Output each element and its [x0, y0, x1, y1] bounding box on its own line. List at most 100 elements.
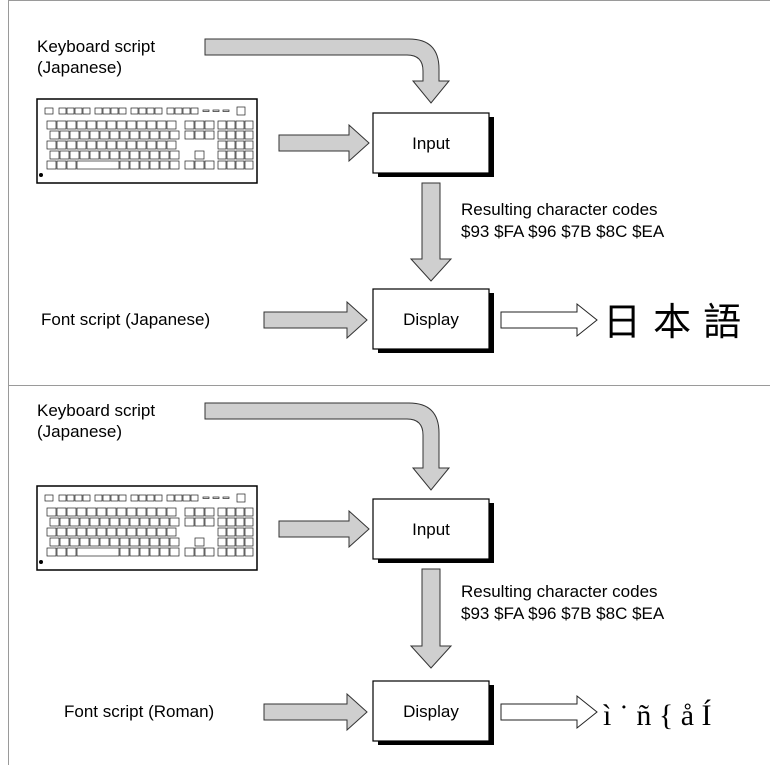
keyboard-key [202, 496, 210, 499]
keyboard-key [66, 547, 77, 557]
codes-label: Resulting character codes [461, 200, 658, 219]
keyboard-key [194, 160, 205, 170]
keyboard-key [226, 150, 236, 160]
keyboard-key [69, 130, 80, 140]
font-script-label: Font script (Japanese) [41, 310, 210, 329]
keyboard-key [212, 496, 220, 499]
keyboard-key [99, 130, 110, 140]
keyboard-key [44, 107, 54, 115]
keyboard-key [86, 120, 97, 130]
keyboard-key [184, 507, 195, 517]
keyboard-keys [39, 493, 254, 564]
keyboard-key [217, 120, 227, 130]
codes-values: $93 $FA $96 $7B $8C $EA [461, 604, 665, 623]
keyboard-script-label: Keyboard script [37, 37, 155, 56]
keyboard-keys [39, 106, 254, 177]
keyboard-key [159, 160, 170, 170]
keyboard-key [204, 130, 215, 140]
keyboard-key [190, 107, 199, 115]
keyboard-key [226, 517, 236, 527]
input-box [372, 498, 490, 560]
keyboard-key [99, 150, 110, 160]
keyboard-key [56, 547, 67, 557]
keyboard-key [56, 160, 67, 170]
keyboard-key [244, 140, 254, 150]
keyboard-key [204, 507, 215, 517]
keyboard-key [76, 140, 87, 150]
keyboard-key [139, 150, 150, 160]
keyboard-key [110, 107, 119, 115]
keyboard-key [166, 107, 175, 115]
keyboard-key [102, 494, 111, 502]
keyboard-key [56, 120, 67, 130]
keyboard-key [217, 527, 227, 537]
keyboard-key [149, 150, 160, 160]
keyboard-key [126, 527, 137, 537]
keyboard-key [217, 160, 227, 170]
keyboard-key [96, 140, 107, 150]
keyboard-key [44, 494, 54, 502]
keyboard-key [89, 130, 100, 140]
input-box-label: Input [412, 520, 450, 539]
keyboard-key [126, 140, 137, 150]
keyboard-key [217, 547, 227, 557]
keyboard-key [116, 527, 127, 537]
output-glyphs: 日 本 語 [603, 300, 741, 344]
keyboard-key [244, 150, 254, 160]
keyboard-key [159, 150, 170, 160]
keyboard-key [130, 494, 139, 502]
keyboard-key [222, 496, 230, 499]
keyboard-key [156, 507, 167, 517]
keyboard-key [119, 517, 130, 527]
keyboard-key [46, 527, 57, 537]
keyboard-key [235, 537, 245, 547]
keyboard-key [139, 517, 150, 527]
input-to-display-arrow [409, 182, 453, 282]
keyboard-key [79, 537, 90, 547]
keyboard-key [99, 517, 110, 527]
keyboard-key [129, 537, 140, 547]
input-to-display-arrow [409, 568, 453, 669]
keyboard-key [58, 494, 67, 502]
keyboard-key [149, 160, 160, 170]
keyboard-icon [36, 485, 258, 571]
keyboard-key [109, 150, 120, 160]
keyboard-key [217, 150, 227, 160]
keyboard-key [184, 517, 195, 527]
keyboard-key [46, 120, 57, 130]
keyboard-key [69, 517, 80, 527]
input-box-label: Input [412, 134, 450, 153]
keyboard-key [184, 547, 195, 557]
keyboard-script-label: Keyboard script [37, 401, 155, 420]
keyboard-key [146, 120, 157, 130]
keyboard-key [109, 537, 120, 547]
keyboard-key [226, 507, 236, 517]
keyboard-key [182, 494, 191, 502]
keyboard-key [49, 130, 60, 140]
display-to-output-arrow [500, 302, 598, 338]
keyboard-key [154, 494, 163, 502]
keyboard-key [129, 547, 140, 557]
keyboard-key [194, 507, 205, 517]
keyboard-key [217, 517, 227, 527]
panel-roman-font: Keyboard script (Japanese) Input Resulti… [8, 385, 770, 765]
keyboard-key [94, 494, 103, 502]
keyboard-key [89, 537, 100, 547]
keyboard-key [184, 130, 195, 140]
keyboard-key [226, 160, 236, 170]
keyboard-key [226, 140, 236, 150]
diagram-japanese-font: Keyboard script (Japanese) Input Resulti… [36, 37, 741, 353]
keyboard-key [235, 140, 245, 150]
keyboard-key [136, 140, 147, 150]
keyboard-key [217, 140, 227, 150]
keyboard-key [202, 109, 210, 112]
keyboard-key [59, 130, 70, 140]
keyboard-key [118, 494, 127, 502]
keyboard-key [226, 527, 236, 537]
keyboard-key [59, 150, 70, 160]
keyboard-key [235, 150, 245, 160]
keyboard-key [156, 120, 167, 130]
keyboard-key [119, 547, 130, 557]
keyboard-key [66, 160, 77, 170]
keyboard-key [204, 517, 215, 527]
